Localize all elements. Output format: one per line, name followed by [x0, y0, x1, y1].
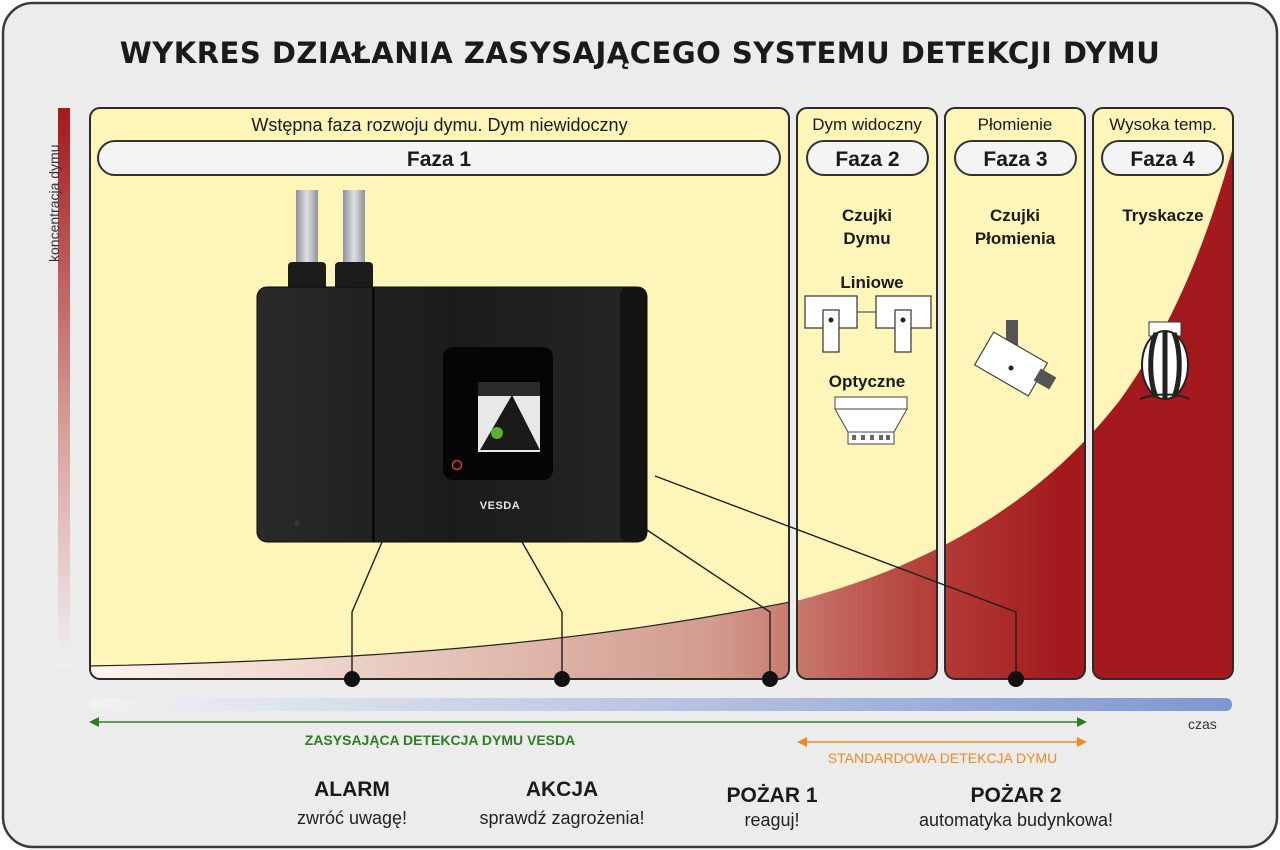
- linear-detector-icon: [804, 295, 932, 353]
- concentration-axis-bar: [58, 108, 70, 668]
- alarm-level-fire1: POŻAR 1 reaguj!: [692, 784, 852, 831]
- alarm-subtitle: zwróć uwagę!: [296, 808, 408, 828]
- fire1-subtitle: reaguj!: [744, 810, 800, 830]
- alarm-level-alarm: ALARM zwróć uwagę!: [272, 778, 432, 829]
- smoke-curve: [90, 140, 1233, 679]
- action-subtitle: sprawdź zagrożenia!: [479, 808, 645, 828]
- phase4-label: Faza 4: [1101, 140, 1224, 176]
- smoke-detectors-label: Czujki Dymu: [841, 206, 893, 248]
- phase3-label: Faza 3: [954, 140, 1077, 176]
- page-title: WYKRES DZIAŁANIA ZASYSAJĄCEGO SYSTEMU DE…: [119, 36, 1161, 70]
- alarm-level-fire2: POŻAR 2 automatyka budynkowa!: [886, 784, 1146, 831]
- device-brand: VESDA: [479, 500, 521, 512]
- fire2-title: POŻAR 2: [970, 784, 1062, 807]
- alarm-threshold-dot: [344, 671, 360, 687]
- phase2-description: Dym widoczny: [812, 115, 922, 134]
- optical-detectors-label: Optyczne: [828, 372, 906, 391]
- linear-detectors-label: Liniowe: [840, 273, 904, 292]
- fire1-title: POŻAR 1: [726, 784, 818, 807]
- status-ok-icon: [491, 427, 503, 439]
- vesda-range-label: ZASYSAJĄCA DETEKCJA DYMU VESDA: [304, 732, 576, 748]
- alarm-leader-lines: [351, 475, 1017, 679]
- action-threshold-dot: [554, 671, 570, 687]
- fire1-threshold-dot: [762, 671, 778, 687]
- standard-range-label: STANDARDOWA DETEKCJA DYMU: [827, 750, 1058, 766]
- phase4-description: Wysoka temp.: [1109, 115, 1217, 134]
- phase2-panel: [797, 108, 937, 679]
- y-axis-label: koncentracja dymu: [46, 144, 62, 262]
- time-axis-bar: [90, 698, 1232, 711]
- alarm-title: ALARM: [314, 778, 390, 801]
- concentration-axis: koncentracja dymu: [14, 100, 74, 270]
- sampling-pipe: [296, 190, 318, 270]
- vesda-range-arrow: [89, 717, 1087, 727]
- sampling-pipe: [343, 190, 365, 270]
- phase1-description: Wstępna faza rozwoju dymu. Dym niewidocz…: [251, 115, 628, 135]
- phase2-label: Faza 2: [806, 140, 929, 176]
- sprinkler-icon: [1139, 321, 1191, 400]
- phase1-label: Faza 1: [97, 140, 781, 176]
- standard-range-arrow: [797, 737, 1087, 747]
- flame-detector-icon: [973, 320, 1057, 397]
- x-axis-label: czas: [1188, 716, 1217, 732]
- power-icon: [451, 459, 463, 471]
- vesda-detector-device: [256, 190, 648, 543]
- action-title: AKCJA: [525, 778, 599, 801]
- alarm-level-action: AKCJA sprawdź zagrożenia!: [452, 778, 672, 829]
- optical-detector-icon: [834, 396, 908, 445]
- phase3-description: Płomienie: [977, 115, 1053, 134]
- flame-detectors-label: Czujki Płomienia: [974, 206, 1056, 248]
- sprinklers-label: Tryskacze: [1122, 206, 1204, 225]
- fire2-threshold-dot: [1008, 671, 1024, 687]
- fire2-subtitle: automatyka budynkowa!: [918, 810, 1114, 830]
